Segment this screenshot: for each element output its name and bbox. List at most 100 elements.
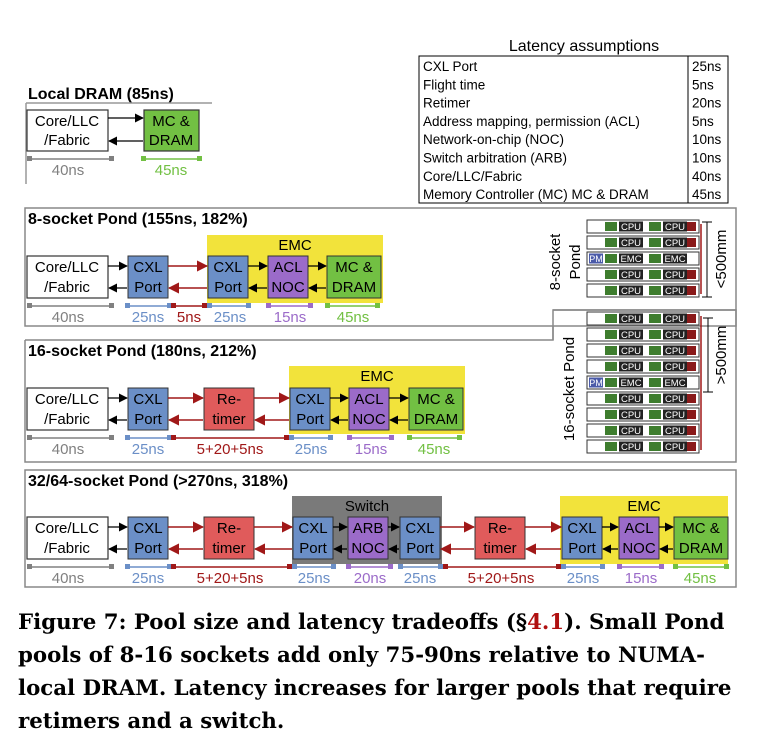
cxl-port-box (127, 255, 169, 299)
pond-8-panel: 8-socket Pond (155ns, 182%) EMC Core/LLC… (24, 207, 737, 327)
svg-text:25ns: 25ns (132, 441, 165, 458)
cpu-chip-label: CPU (665, 426, 685, 437)
emc-chip-label: EMC (620, 378, 641, 389)
svg-text:Port: Port (568, 540, 596, 557)
cxl-port-box (207, 255, 249, 299)
emc-label: EMC (278, 237, 312, 254)
svg-text:Re-: Re- (217, 391, 241, 408)
svg-text:ACL: ACL (354, 391, 383, 408)
pond-8-side-label: 8-socket (547, 233, 564, 291)
emc-chip-label: EMC (620, 254, 641, 265)
svg-text:DRAM: DRAM (149, 132, 193, 149)
pond-32-title: 32/64-socket Pond (>270ns, 318%) (28, 473, 288, 490)
cpu-chip-label: CPU (665, 314, 685, 325)
table-row-value: 5ns (692, 114, 714, 129)
pond-16-title: 16-socket Pond (180ns, 212%) (28, 343, 257, 360)
local-dram-panel: Local DRAM (85ns) Core/LLC /Fabric MC & … (25, 86, 212, 184)
svg-text:Core/LLC: Core/LLC (35, 391, 99, 408)
svg-text:/Fabric: /Fabric (44, 279, 90, 296)
svg-text:NOC: NOC (352, 411, 386, 428)
cpu-chip-label: CPU (621, 286, 641, 297)
svg-text:Port: Port (299, 540, 327, 557)
svg-text:DRAM: DRAM (332, 279, 376, 296)
svg-text:timer: timer (212, 411, 245, 428)
svg-text:40ns: 40ns (52, 309, 85, 326)
table-row-value: 10ns (692, 132, 722, 147)
cxl-port-box (292, 516, 334, 560)
latency-table-title: Latency assumptions (509, 38, 659, 55)
svg-text:NOC: NOC (351, 540, 385, 557)
table-row-value: 45ns (692, 187, 722, 202)
acl-noc-box (618, 516, 660, 560)
svg-text:timer: timer (483, 540, 516, 557)
svg-text:ACL: ACL (273, 259, 302, 276)
svg-text:EMC: EMC (627, 498, 661, 515)
mc-dram-box (143, 109, 200, 152)
core-llc-box (26, 255, 109, 299)
svg-text:Port: Port (134, 279, 162, 296)
table-row-value: 10ns (692, 151, 722, 166)
latency-core: 40ns (52, 162, 85, 179)
svg-text:5+20+5ns: 5+20+5ns (197, 570, 264, 587)
svg-text:Re-: Re- (488, 520, 512, 537)
pond-16-side-label: 16-socket Pond (561, 337, 578, 441)
cpu-chip-label: CPU (665, 362, 685, 373)
svg-text:20ns: 20ns (354, 570, 387, 587)
cpu-chip-label: CPU (665, 270, 685, 281)
cpu-chip-label: CPU (665, 442, 685, 453)
svg-text:Port: Port (134, 411, 162, 428)
svg-text:Port: Port (134, 540, 162, 557)
pond-16-size: >500mm (713, 326, 730, 385)
cpu-chip-label: CPU (621, 330, 641, 341)
svg-text:ACL: ACL (624, 520, 653, 537)
core-llc-box (26, 387, 109, 431)
svg-text:CXL: CXL (298, 520, 327, 537)
cpu-chip-label: CPU (621, 410, 641, 421)
figure-caption: Figure 7: Pool size and latency tradeoff… (18, 610, 732, 734)
acl-noc-box (267, 255, 309, 299)
pond-8-title: 8-socket Pond (155ns, 182%) (28, 211, 248, 228)
svg-text:Switch: Switch (345, 498, 389, 515)
svg-text:Port: Port (406, 540, 434, 557)
section-ref-link[interactable]: 4.1 (527, 610, 565, 635)
svg-text:CXL: CXL (213, 259, 242, 276)
acl-noc-box (348, 387, 390, 431)
svg-text:5+20+5ns: 5+20+5ns (468, 570, 535, 587)
cxl-port-box (127, 387, 169, 431)
svg-text:CXL: CXL (133, 391, 162, 408)
svg-text:EMC: EMC (360, 368, 394, 385)
cpu-chip-label: CPU (621, 314, 641, 325)
svg-text:ARB: ARB (353, 520, 384, 537)
svg-text:25ns: 25ns (298, 570, 331, 587)
cpu-chip-label: CPU (621, 394, 641, 405)
pond-8-size: <500mm (713, 230, 730, 289)
cpu-chip-label: CPU (621, 426, 641, 437)
core-llc-label: Core/LLC (35, 113, 99, 130)
svg-text:/Fabric: /Fabric (44, 411, 90, 428)
table-row-value: 20ns (692, 96, 722, 111)
svg-text:40ns: 40ns (52, 570, 85, 587)
emc-chip-label: EMC (664, 254, 685, 265)
svg-text:MC &: MC & (682, 520, 720, 537)
svg-text:45ns: 45ns (418, 441, 451, 458)
svg-text:45ns: 45ns (337, 309, 370, 326)
pond-16-panel: 16-socket Pond (180ns, 212%) EMC Core/LL… (24, 309, 737, 463)
svg-text:Pond: Pond (567, 244, 584, 279)
table-row-label: CXL Port (423, 59, 478, 74)
svg-text:25ns: 25ns (404, 570, 437, 587)
arb-noc-box (347, 516, 389, 560)
cpu-chip-label: CPU (665, 346, 685, 357)
table-row-value: 5ns (692, 77, 714, 92)
mc-dram-label: MC & (152, 113, 190, 130)
svg-text:CXL: CXL (567, 520, 596, 537)
